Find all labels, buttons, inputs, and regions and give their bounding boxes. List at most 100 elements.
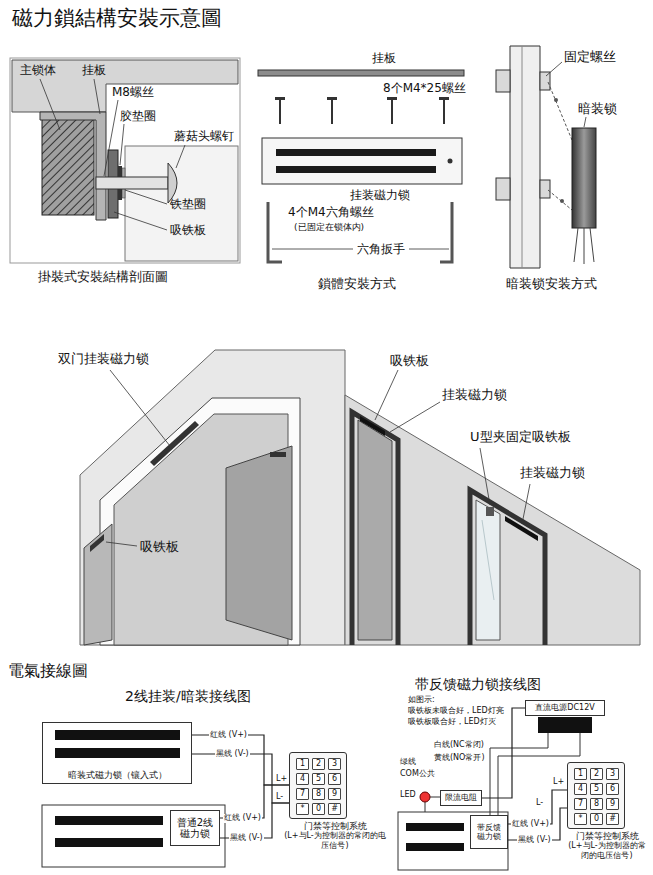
- wiring-drawing: [42, 717, 592, 870]
- part-label: 铁垫圈: [170, 198, 206, 212]
- mortise-lock-parts: [496, 46, 596, 268]
- wire-label: 红线 (V+): [511, 820, 550, 829]
- part-label: 挂板: [82, 64, 106, 78]
- surface-lock-parts: [409, 249, 449, 250]
- node-text: 普通2线 磁力锁: [173, 817, 217, 840]
- door-scene: [150, 421, 199, 466]
- surface-lock-parts: [275, 97, 285, 100]
- section-view: [12, 60, 238, 112]
- door-scene: [80, 350, 640, 645]
- leader-line: [176, 145, 185, 168]
- node-text: 直流电源DC12V: [535, 703, 594, 712]
- part-label: U型夹固定吸铁板: [470, 430, 571, 445]
- surface-lock-parts: [439, 97, 449, 100]
- door-scene: [476, 500, 500, 640]
- surface-lock-parts: [327, 97, 337, 100]
- part-label: 主锁体: [20, 64, 56, 78]
- surface-lock-parts: [276, 166, 436, 173]
- part-label: 4个M4六角螺丝: [288, 206, 374, 220]
- door-scene: [352, 412, 398, 645]
- node-text: 门禁等控制系统: [283, 821, 387, 831]
- surface-lock-parts: [387, 97, 397, 100]
- node-text: 门禁等控制系统: [565, 831, 649, 841]
- mortise-lock-parts: [554, 98, 558, 102]
- key-legend: 8: [594, 799, 599, 808]
- wiring-drawing: [425, 802, 426, 812]
- key-legend: *: [301, 804, 305, 813]
- surface-lock-parts: [276, 149, 436, 156]
- keypad-key: 3: [606, 768, 619, 780]
- keypad-key: 4: [296, 773, 309, 785]
- wire-label: 黄线(NO常开): [434, 753, 485, 762]
- wiring-drawing: [430, 797, 440, 798]
- mortise-lock-parts: [560, 199, 564, 203]
- part-label: 挂装磁力锁: [350, 189, 410, 203]
- wiring-drawing: [398, 812, 508, 870]
- door-scene: [80, 350, 345, 645]
- keypad-key: 1: [574, 768, 587, 780]
- key-legend: 9: [332, 789, 337, 798]
- note-text: 吸铁板未吸合好，LED灯亮: [408, 706, 504, 715]
- keypad-key: 5: [590, 783, 603, 795]
- surface-lock-parts: [391, 100, 393, 124]
- part-label: 吸铁板: [140, 540, 179, 555]
- wire: [220, 803, 289, 838]
- keypad-key: 7: [574, 798, 587, 810]
- keypad-caption: 门禁等控制系统(L+与L-为控制器的常闭的电压信号): [283, 821, 387, 850]
- wiring-drawing: [55, 748, 180, 758]
- door-scene: [486, 507, 494, 516]
- section-heading: 带反馈磁力锁接线图: [415, 676, 541, 692]
- part-label: 蘑菇头螺钉: [174, 130, 234, 144]
- wire: [508, 790, 567, 824]
- key-legend: 0: [316, 804, 321, 813]
- wiring-drawing: [55, 730, 180, 740]
- leader-line: [40, 79, 185, 230]
- door-scene: [482, 520, 494, 600]
- key-legend: 6: [332, 774, 337, 783]
- part-label: 8个M4*25螺丝: [383, 82, 466, 96]
- wire-label: 黑线 (V-): [215, 750, 250, 759]
- leader-line: [40, 79, 60, 130]
- door-scene: [226, 446, 292, 640]
- leader-line: [94, 79, 100, 114]
- keypad-key: 4: [574, 783, 587, 795]
- node-text: (L+与L-为控制器的常闭的电压信号): [565, 841, 649, 859]
- leader-line: [110, 370, 170, 446]
- keypad-key: 8: [590, 798, 603, 810]
- section-view: [10, 58, 240, 263]
- wire-label: 红线 (V+): [223, 814, 262, 823]
- part-label: M8螺丝: [112, 86, 154, 100]
- leader-line: [114, 212, 167, 230]
- door-scene: [470, 490, 545, 645]
- node-text: (L+与L-为控制器的常闭的电压信号): [283, 831, 387, 849]
- diagram-title: 磁力鎖結構安裝示意圖: [12, 6, 222, 30]
- surface-lock-parts: [279, 100, 281, 124]
- keypad-key: 6: [606, 783, 619, 795]
- keypad-key: 2: [590, 768, 603, 780]
- wire-label: 白线(NC常闭): [434, 740, 484, 749]
- key-legend: 3: [332, 759, 337, 768]
- note-text: 如图示:: [408, 695, 435, 704]
- keypad-key: #: [328, 803, 341, 815]
- part-label: 吸铁板: [390, 354, 429, 369]
- surface-lock-parts: [331, 100, 333, 124]
- keypad-key: 7: [296, 788, 309, 800]
- mortise-lock-parts: [546, 62, 562, 76]
- lock-label-box: 普通2线 磁力锁: [170, 810, 220, 846]
- key-legend: *: [579, 814, 583, 823]
- part-label: 吸铁板: [170, 224, 206, 238]
- keypad-key: 5: [312, 773, 325, 785]
- surface-lock-parts: [440, 202, 452, 262]
- keypad-key: 8: [312, 788, 325, 800]
- terminal-label: L-: [276, 792, 283, 801]
- mortise-lock-parts: [574, 228, 594, 264]
- key-legend: 0: [594, 814, 599, 823]
- door-scene: [360, 416, 385, 436]
- surface-lock-parts: [448, 159, 453, 164]
- part-label: 固定螺丝: [564, 50, 616, 65]
- wire-label: 绿线: [400, 757, 416, 766]
- wiring-drawing: [538, 717, 592, 733]
- lock-body: 暗装式磁力锁（镶入式）: [42, 722, 192, 784]
- terminal-label: L+: [553, 777, 564, 786]
- keypad-caption: 门禁等控制系统(L+与L-为控制器的常闭的电压信号): [565, 831, 649, 860]
